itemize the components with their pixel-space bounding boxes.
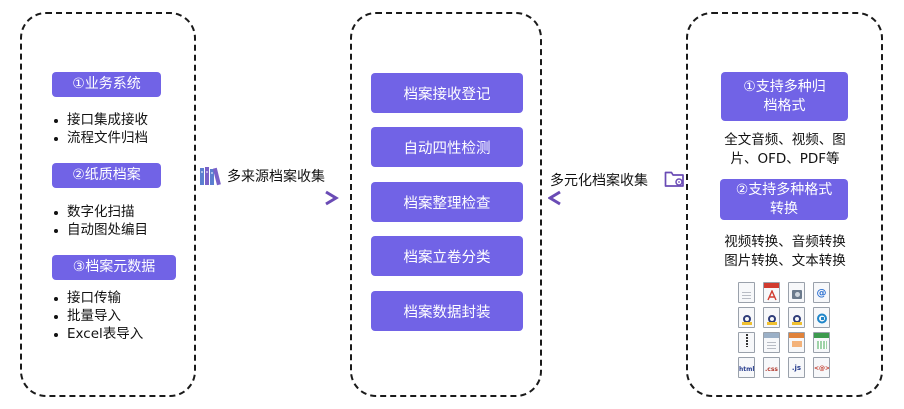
paper-archive-list: 数字化扫描 自动图处编目 xyxy=(53,203,148,239)
metadata-label: ③档案元数据 xyxy=(52,255,176,280)
metadata-list: 接口传输 批量导入 Excel表导入 xyxy=(53,289,143,343)
text-line: 片、OFD、PDF等 xyxy=(730,151,840,167)
books-icon xyxy=(200,167,221,186)
zip-file-icon xyxy=(738,332,755,353)
js-file-icon: .js xyxy=(788,357,805,378)
paper-archive-label: ②纸质档案 xyxy=(52,163,161,188)
supported-formats-text: 全文音频、视频、图 片、OFD、PDF等 xyxy=(700,131,870,169)
presentation-file-icon xyxy=(788,332,805,353)
spreadsheet-file-icon xyxy=(813,332,830,353)
stage-arrange-inspect: 档案整理检查 xyxy=(371,182,523,222)
list-item: 流程文件归档 xyxy=(53,129,148,147)
image-file-icon xyxy=(788,282,805,303)
code-file-icon: <@> xyxy=(813,357,830,378)
text-file-icon xyxy=(763,332,780,353)
email-file-icon: @ xyxy=(813,282,830,303)
list-item: 接口集成接收 xyxy=(53,111,148,129)
folder-settings-icon xyxy=(664,171,684,187)
box-line: ①支持多种归 xyxy=(743,78,826,95)
list-item: Excel表导入 xyxy=(53,325,143,343)
diversified-collection-label: 多元化档案收集 xyxy=(550,173,648,189)
text-line: 全文音频、视频、图 xyxy=(724,132,846,148)
multi-source-collection-label: 多来源档案收集 xyxy=(227,169,325,185)
box-line: 转换 xyxy=(770,200,798,217)
business-system-list: 接口集成接收 流程文件归档 xyxy=(53,111,148,147)
right-format-panel xyxy=(686,12,883,397)
html-file-icon: html xyxy=(738,357,755,378)
web-file-icon xyxy=(813,307,830,328)
format-conversion-box: ②支持多种格式 转换 xyxy=(720,179,848,220)
box-line: ②支持多种格式 xyxy=(735,181,833,198)
stage-file-classify: 档案立卷分类 xyxy=(371,236,523,276)
file-icon-grid: @ html .css .js <@> xyxy=(738,282,838,378)
multi-format-archive-box: ①支持多种归 档格式 xyxy=(721,72,848,121)
stage-four-property-check: 自动四性检测 xyxy=(371,127,523,167)
business-system-label: ①业务系统 xyxy=(52,72,161,97)
stage-data-package: 档案数据封装 xyxy=(371,291,523,331)
list-item: 批量导入 xyxy=(53,307,143,325)
flow-arrow-left xyxy=(548,190,674,206)
center-process-panel xyxy=(350,12,542,397)
text-line: 图片转换、文本转换 xyxy=(724,253,846,269)
flow-arrow-right xyxy=(212,190,339,206)
conversion-types-text: 视频转换、音频转换 图片转换、文本转换 xyxy=(700,233,870,271)
list-item: 数字化扫描 xyxy=(53,203,148,221)
settings-file-icon xyxy=(788,307,805,328)
document-icon xyxy=(738,282,755,303)
list-item: 接口传输 xyxy=(53,289,143,307)
css-file-icon: .css xyxy=(763,357,780,378)
stage-receive-register: 档案接收登记 xyxy=(371,73,523,113)
list-item: 自动图处编目 xyxy=(53,221,148,239)
pdf-file-icon xyxy=(763,282,780,303)
left-source-panel xyxy=(20,12,196,397)
settings-file-icon xyxy=(738,307,755,328)
text-line: 视频转换、音频转换 xyxy=(724,234,846,250)
settings-file-icon xyxy=(763,307,780,328)
box-line: 档格式 xyxy=(763,97,806,114)
